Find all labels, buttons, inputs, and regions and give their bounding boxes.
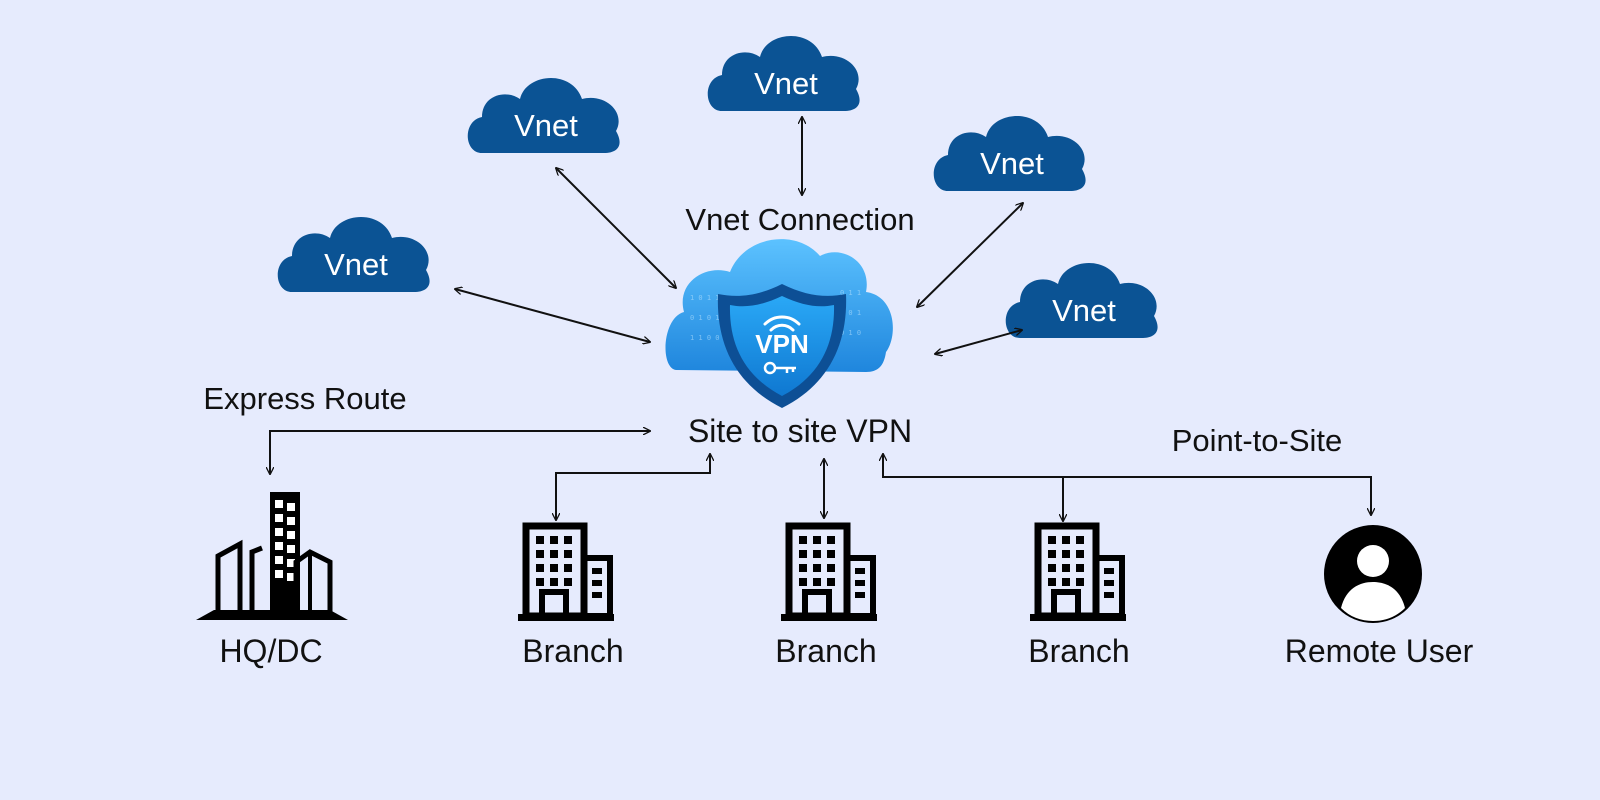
arrow-point-to-site — [883, 454, 1371, 515]
branch-label: Branch — [1028, 633, 1129, 669]
svg-text:0 1 1: 0 1 1 — [840, 289, 861, 297]
connectors — [270, 117, 1371, 521]
office-tower-icon — [196, 492, 348, 620]
arrow-express-route — [270, 431, 650, 474]
vnet-cloud-upper-right: Vnet — [933, 115, 1086, 191]
building-icon — [1030, 522, 1126, 621]
svg-text:1 0 1: 1 0 1 — [840, 309, 861, 317]
vpn-badge-text: VPN — [755, 329, 808, 359]
vnet-label: Vnet — [514, 108, 578, 143]
branch-label: Branch — [522, 633, 623, 669]
hq-dc-label: HQ/DC — [219, 633, 322, 669]
express-route-label: Express Route — [203, 381, 406, 416]
svg-text:0 1 0: 0 1 0 — [840, 329, 861, 337]
svg-text:1 1 0 0: 1 1 0 0 — [690, 334, 720, 342]
vnet-label: Vnet — [324, 247, 388, 282]
vnet-cloud-right: Vnet — [1005, 262, 1158, 338]
arrow-upper-left-vnet — [556, 168, 676, 288]
remote-user-label: Remote User — [1285, 633, 1474, 669]
vnet-label: Vnet — [980, 146, 1044, 181]
vpn-gateway-icon: 1 0 1 1 0 1 0 1 1 1 0 0 0 1 1 1 0 1 0 1 0 V… — [665, 239, 893, 408]
arrow-left-vnet — [455, 289, 650, 342]
building-icon — [518, 522, 614, 621]
vnet-label: Vnet — [754, 66, 818, 101]
vnet-cloud-left: Vnet — [277, 216, 430, 292]
arrow-branch-1 — [556, 454, 710, 520]
point-to-site-label: Point-to-Site — [1172, 423, 1343, 458]
vnet-label: Vnet — [1052, 293, 1116, 328]
wifi-icon — [763, 315, 801, 332]
vnet-connection-label: Vnet Connection — [685, 202, 914, 237]
arrow-upper-right-vnet — [917, 203, 1023, 307]
svg-text:1 0 1 1: 1 0 1 1 — [690, 294, 720, 302]
site-to-site-label: Site to site VPN — [688, 413, 912, 449]
building-icon — [781, 522, 877, 621]
arrow-right-vnet — [935, 330, 1022, 354]
user-icon — [1324, 525, 1422, 623]
vnet-cloud-top: Vnet — [707, 35, 860, 111]
svg-text:0 1 0 1: 0 1 0 1 — [690, 314, 720, 322]
key-icon — [763, 361, 796, 375]
vnet-cloud-upper-left: Vnet — [467, 77, 620, 153]
branch-label: Branch — [775, 633, 876, 669]
